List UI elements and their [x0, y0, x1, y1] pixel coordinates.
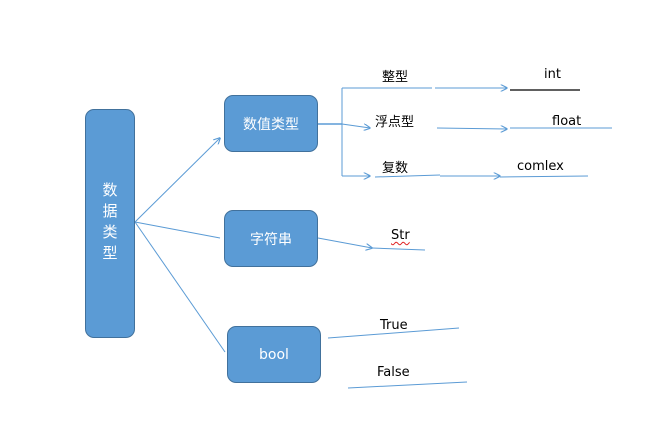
- integer-label: 整型: [382, 70, 409, 85]
- str-value: Str: [391, 228, 410, 243]
- link-float: [436, 128, 507, 129]
- comlex-underline: [499, 175, 589, 178]
- true-value: True: [380, 318, 408, 333]
- link-to-float-label: [341, 123, 370, 128]
- bool-type-label: bool: [259, 346, 289, 363]
- root-label: 数据类型: [100, 181, 119, 266]
- link-root-string: [134, 221, 221, 239]
- root-box: 数据类型: [85, 109, 135, 338]
- link-root-bool: [134, 221, 226, 353]
- numeric-type-label: 数值类型: [243, 116, 299, 133]
- false-value: False: [377, 365, 410, 380]
- numeric-type-box: 数值类型: [224, 95, 318, 152]
- false-underline: [347, 381, 468, 389]
- complex-underline: [374, 174, 441, 178]
- link-string-value: [317, 237, 372, 248]
- complex-label: 复数: [382, 161, 409, 176]
- string-type-box: 字符串: [224, 210, 318, 267]
- complex-value: comlex: [517, 159, 564, 174]
- float-value: float: [552, 114, 582, 129]
- int-value: int: [544, 67, 561, 82]
- true-underline: [327, 327, 460, 339]
- float-label: 浮点型: [375, 115, 415, 130]
- string-type-label: 字符串: [250, 231, 292, 248]
- str-underline: [371, 247, 426, 251]
- bool-type-box: bool: [227, 326, 321, 383]
- link-root-numeric: [134, 138, 220, 223]
